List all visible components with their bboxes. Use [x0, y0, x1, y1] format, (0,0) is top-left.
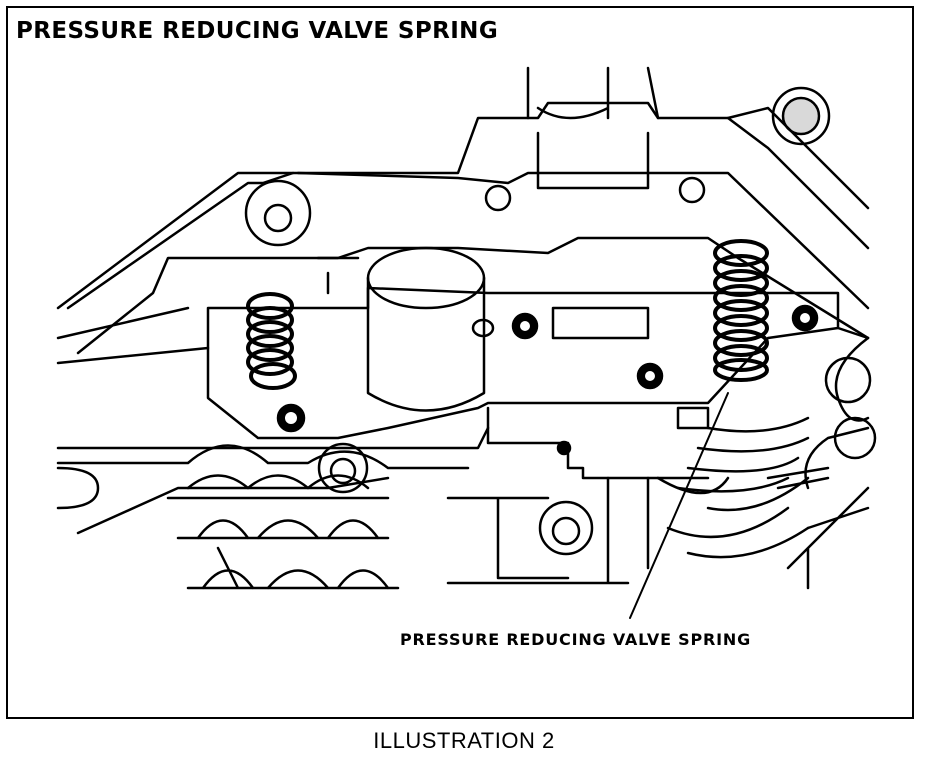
separator-plate: [206, 286, 870, 440]
callout-leader-line: [629, 392, 729, 619]
right-lower-channels: [446, 476, 650, 585]
bolt-e: [556, 440, 572, 456]
valve-housing-body: [366, 276, 486, 412]
diagram-title: PRESSURE REDUCING VALVE SPRING: [16, 18, 499, 44]
figure-caption: ILLUSTRATION 2: [373, 728, 555, 753]
right-arc-stack: [676, 416, 810, 493]
tab: [676, 406, 710, 430]
hole-b: [678, 176, 706, 204]
step-lines: [316, 256, 360, 295]
illustration-frame: PRESSURE REDUCING VALVE SPRING: [6, 6, 914, 719]
boss-lower-center: [317, 442, 369, 494]
casting-outline-mid: [66, 171, 870, 310]
boss-right-edge: [824, 356, 872, 404]
lower-plate-edge: [486, 406, 710, 480]
boss-right-lower: [833, 416, 877, 460]
boss-upper-right: [771, 86, 831, 146]
lower-left-boss: [56, 466, 100, 510]
right-lower-arcs: [656, 466, 830, 559]
upper-plate-edge: [76, 236, 870, 355]
callout-label: PRESSURE REDUCING VALVE SPRING: [400, 630, 752, 649]
housing-hole: [471, 318, 495, 338]
boss-lower-mid: [538, 500, 594, 556]
casting-outline-rear: [56, 101, 870, 310]
left-spring: [246, 292, 297, 390]
valve-housing-top: [366, 246, 486, 310]
upper-bosses: [526, 66, 660, 120]
pressure-reducing-valve-spring: [713, 239, 769, 382]
lower-body-rail-2: [56, 444, 470, 470]
slot-rect: [551, 306, 650, 340]
lower-body-rail-1: [56, 426, 490, 450]
right-side-bosses: [786, 336, 870, 590]
right-rear-rail: [726, 106, 870, 210]
channel-row-3: [186, 546, 400, 590]
boss-upper-left: [244, 179, 312, 247]
channel-row-2: [176, 519, 390, 540]
hole-a: [484, 184, 512, 212]
center-block: [536, 131, 650, 190]
lower-body-rail-3: [76, 476, 390, 535]
plate-lower-edge: [56, 306, 210, 365]
valve-body-drawing: [56, 66, 877, 619]
